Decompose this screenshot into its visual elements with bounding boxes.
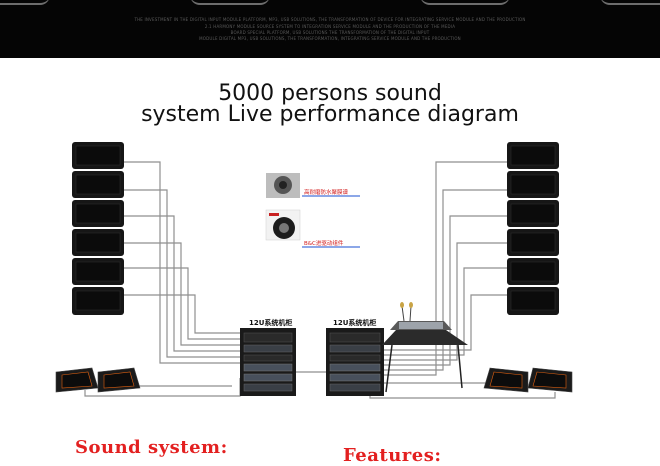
cable xyxy=(124,242,240,346)
banner-decoration xyxy=(190,0,270,5)
right-stage-monitors xyxy=(483,367,573,393)
right-equipment-rack xyxy=(326,328,384,396)
diaphragm-thumbnail xyxy=(266,173,360,198)
diagram-title-line1: 5000 persons sound xyxy=(218,81,442,106)
banner-decoration xyxy=(0,0,50,5)
left-line-array xyxy=(72,142,124,315)
cable xyxy=(383,267,507,356)
diagram-title-line2: system Live performance diagram xyxy=(141,102,519,127)
cable xyxy=(124,375,232,387)
banner-fine-print: THE INVESTMENT IN THE DIGITAL INPUT MODU… xyxy=(134,17,526,22)
cable xyxy=(383,294,507,351)
cable xyxy=(124,267,240,340)
diaphragm-label: 高耐磨防水聚膜谱 xyxy=(304,190,349,196)
banner-fine-print: 2.1 HARMONY MODULE SOURCE SYSTEM TO INTE… xyxy=(204,24,456,29)
left-equipment-rack xyxy=(240,328,296,396)
right-line-array xyxy=(507,142,559,315)
features-heading: Features: xyxy=(343,445,442,466)
banner-fine-print: MODULE DIGITAL MP3, USB SOLUTIONS, THE T… xyxy=(199,36,461,41)
cable xyxy=(124,189,240,358)
driver-label: B&C进驱动组件 xyxy=(304,241,344,247)
cable xyxy=(124,294,240,334)
mixing-console xyxy=(382,302,468,393)
cable xyxy=(383,189,507,371)
right-rack-label: 12U系统机柜 xyxy=(333,319,377,327)
signal-cables xyxy=(84,161,556,399)
header-banner: THE INVESTMENT IN THE DIGITAL INPUT MODU… xyxy=(0,0,660,58)
cable xyxy=(124,161,240,364)
cable xyxy=(383,215,507,366)
left-stage-monitors xyxy=(55,367,141,393)
cable xyxy=(383,161,507,376)
banner-fine-print: BOARD SPECIAL PLATFORM, USB SOLUTIONS TH… xyxy=(230,30,430,35)
sound-system-heading: Sound system: xyxy=(75,437,228,458)
cable xyxy=(383,242,507,361)
banner-decoration xyxy=(600,0,660,5)
cable xyxy=(124,215,240,352)
banner-decoration xyxy=(420,0,510,5)
driver-thumbnail xyxy=(265,209,360,248)
left-rack-label: 12U系统机柜 xyxy=(249,319,293,327)
